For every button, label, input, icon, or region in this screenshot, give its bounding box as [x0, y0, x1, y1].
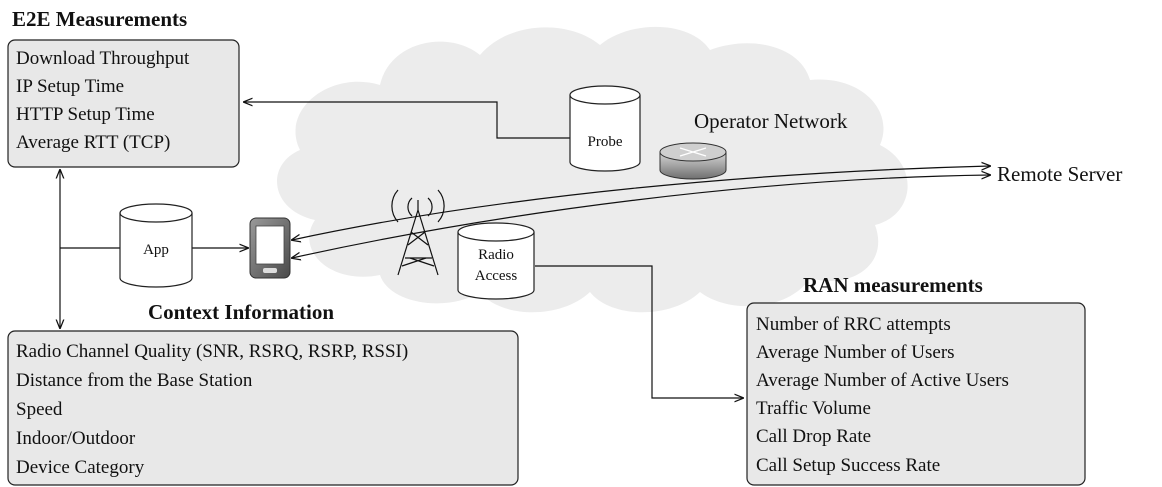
probe-e2e-arrow: [244, 102, 570, 139]
operator-network-label: Operator Network: [694, 109, 848, 133]
context-item: Indoor/Outdoor: [16, 428, 136, 449]
context-item: Distance from the Base Station: [16, 370, 253, 391]
radio-ran-arrow: [535, 265, 743, 398]
context-item: Radio Channel Quality (SNR, RSRQ, RSRP, …: [16, 341, 408, 362]
ran-item: Average Number of Users: [756, 342, 955, 363]
probe-node: Probe: [569, 85, 641, 172]
e2e-list: Download Throughput IP Setup Time HTTP S…: [16, 48, 190, 153]
smartphone-icon: [249, 217, 291, 279]
probe-label: Probe: [588, 134, 623, 150]
ran-box: [746, 302, 1086, 486]
context-item: Speed: [16, 399, 63, 420]
context-item: Device Category: [16, 457, 145, 478]
ran-title: RAN measurements: [803, 273, 983, 297]
e2e-item: Download Throughput: [16, 48, 190, 69]
ran-item: Average Number of Active Users: [756, 370, 1009, 391]
app-label: App: [143, 242, 169, 258]
uplink-path: [292, 175, 990, 258]
remote-server-label: Remote Server: [997, 162, 1122, 186]
e2e-item: IP Setup Time: [16, 76, 124, 97]
radio-access-label-line1: Radio: [478, 247, 514, 263]
radio-access-label-line2: Access: [475, 268, 518, 284]
e2e-item: HTTP Setup Time: [16, 104, 155, 125]
e2e-item: Average RTT (TCP): [16, 132, 170, 153]
ran-list: Number of RRC attempts Average Number of…: [756, 314, 1009, 476]
ran-item: Call Drop Rate: [756, 426, 871, 447]
radio-access-node: Radio Access: [457, 222, 535, 300]
context-title: Context Information: [148, 300, 334, 324]
ran-item: Number of RRC attempts: [756, 314, 951, 335]
e2e-box: [7, 39, 240, 168]
e2e-title: E2E Measurements: [12, 7, 187, 31]
context-list: Radio Channel Quality (SNR, RSRQ, RSRP, …: [16, 341, 408, 478]
ran-item: Traffic Volume: [756, 398, 871, 419]
app-node: App: [119, 203, 193, 288]
ran-item: Call Setup Success Rate: [756, 455, 940, 476]
router-icon: [659, 142, 727, 180]
context-box: [7, 330, 519, 486]
